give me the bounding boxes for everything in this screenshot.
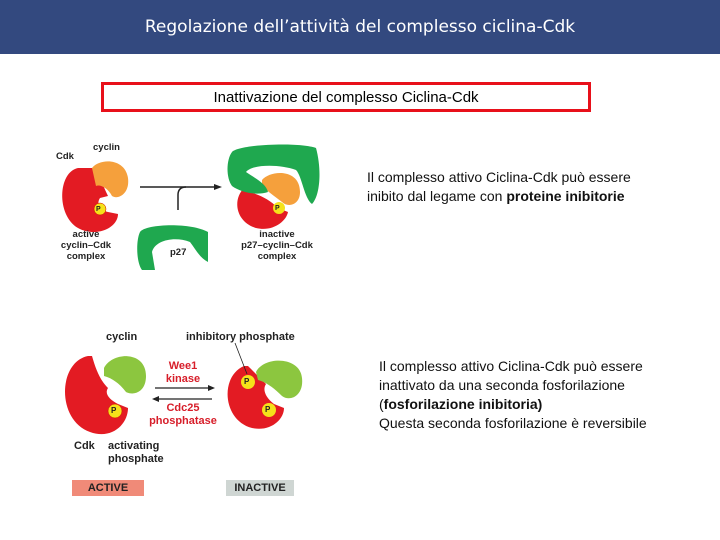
phosphate-label: P bbox=[275, 205, 280, 212]
cyclin-label: cyclin bbox=[106, 331, 138, 343]
p27-bound-shape bbox=[227, 144, 320, 204]
active-tag: ACTIVE bbox=[72, 480, 144, 496]
cyclin-shape bbox=[92, 161, 129, 198]
subtitle-box: Inattivazione del complesso Ciclina-Cdk bbox=[101, 82, 591, 112]
slide-title: Regolazione dell’attività del complesso … bbox=[0, 0, 720, 54]
inhibitory-phosphate-label: inhibitory phosphate bbox=[186, 331, 295, 343]
p27-label: p27 bbox=[170, 247, 187, 258]
inactive-tag: INACTIVE bbox=[226, 480, 294, 496]
p27-shape bbox=[137, 225, 208, 270]
cdk-label: Cdk bbox=[56, 151, 74, 162]
cyclin-label: cyclin bbox=[93, 142, 120, 153]
text-block-2: Il complesso attivo Ciclina-Cdk può esse… bbox=[379, 358, 647, 431]
cdk-label: Cdk bbox=[74, 440, 95, 452]
phosphate-label: P bbox=[265, 405, 271, 414]
phosphate-label: P bbox=[96, 206, 101, 213]
phosphate-label: P bbox=[111, 406, 117, 415]
phosphate-label: P bbox=[244, 377, 250, 386]
text-block-1: Il complesso attivo Ciclina-Cdk può esse… bbox=[367, 169, 631, 204]
cdk-shape bbox=[62, 168, 118, 233]
